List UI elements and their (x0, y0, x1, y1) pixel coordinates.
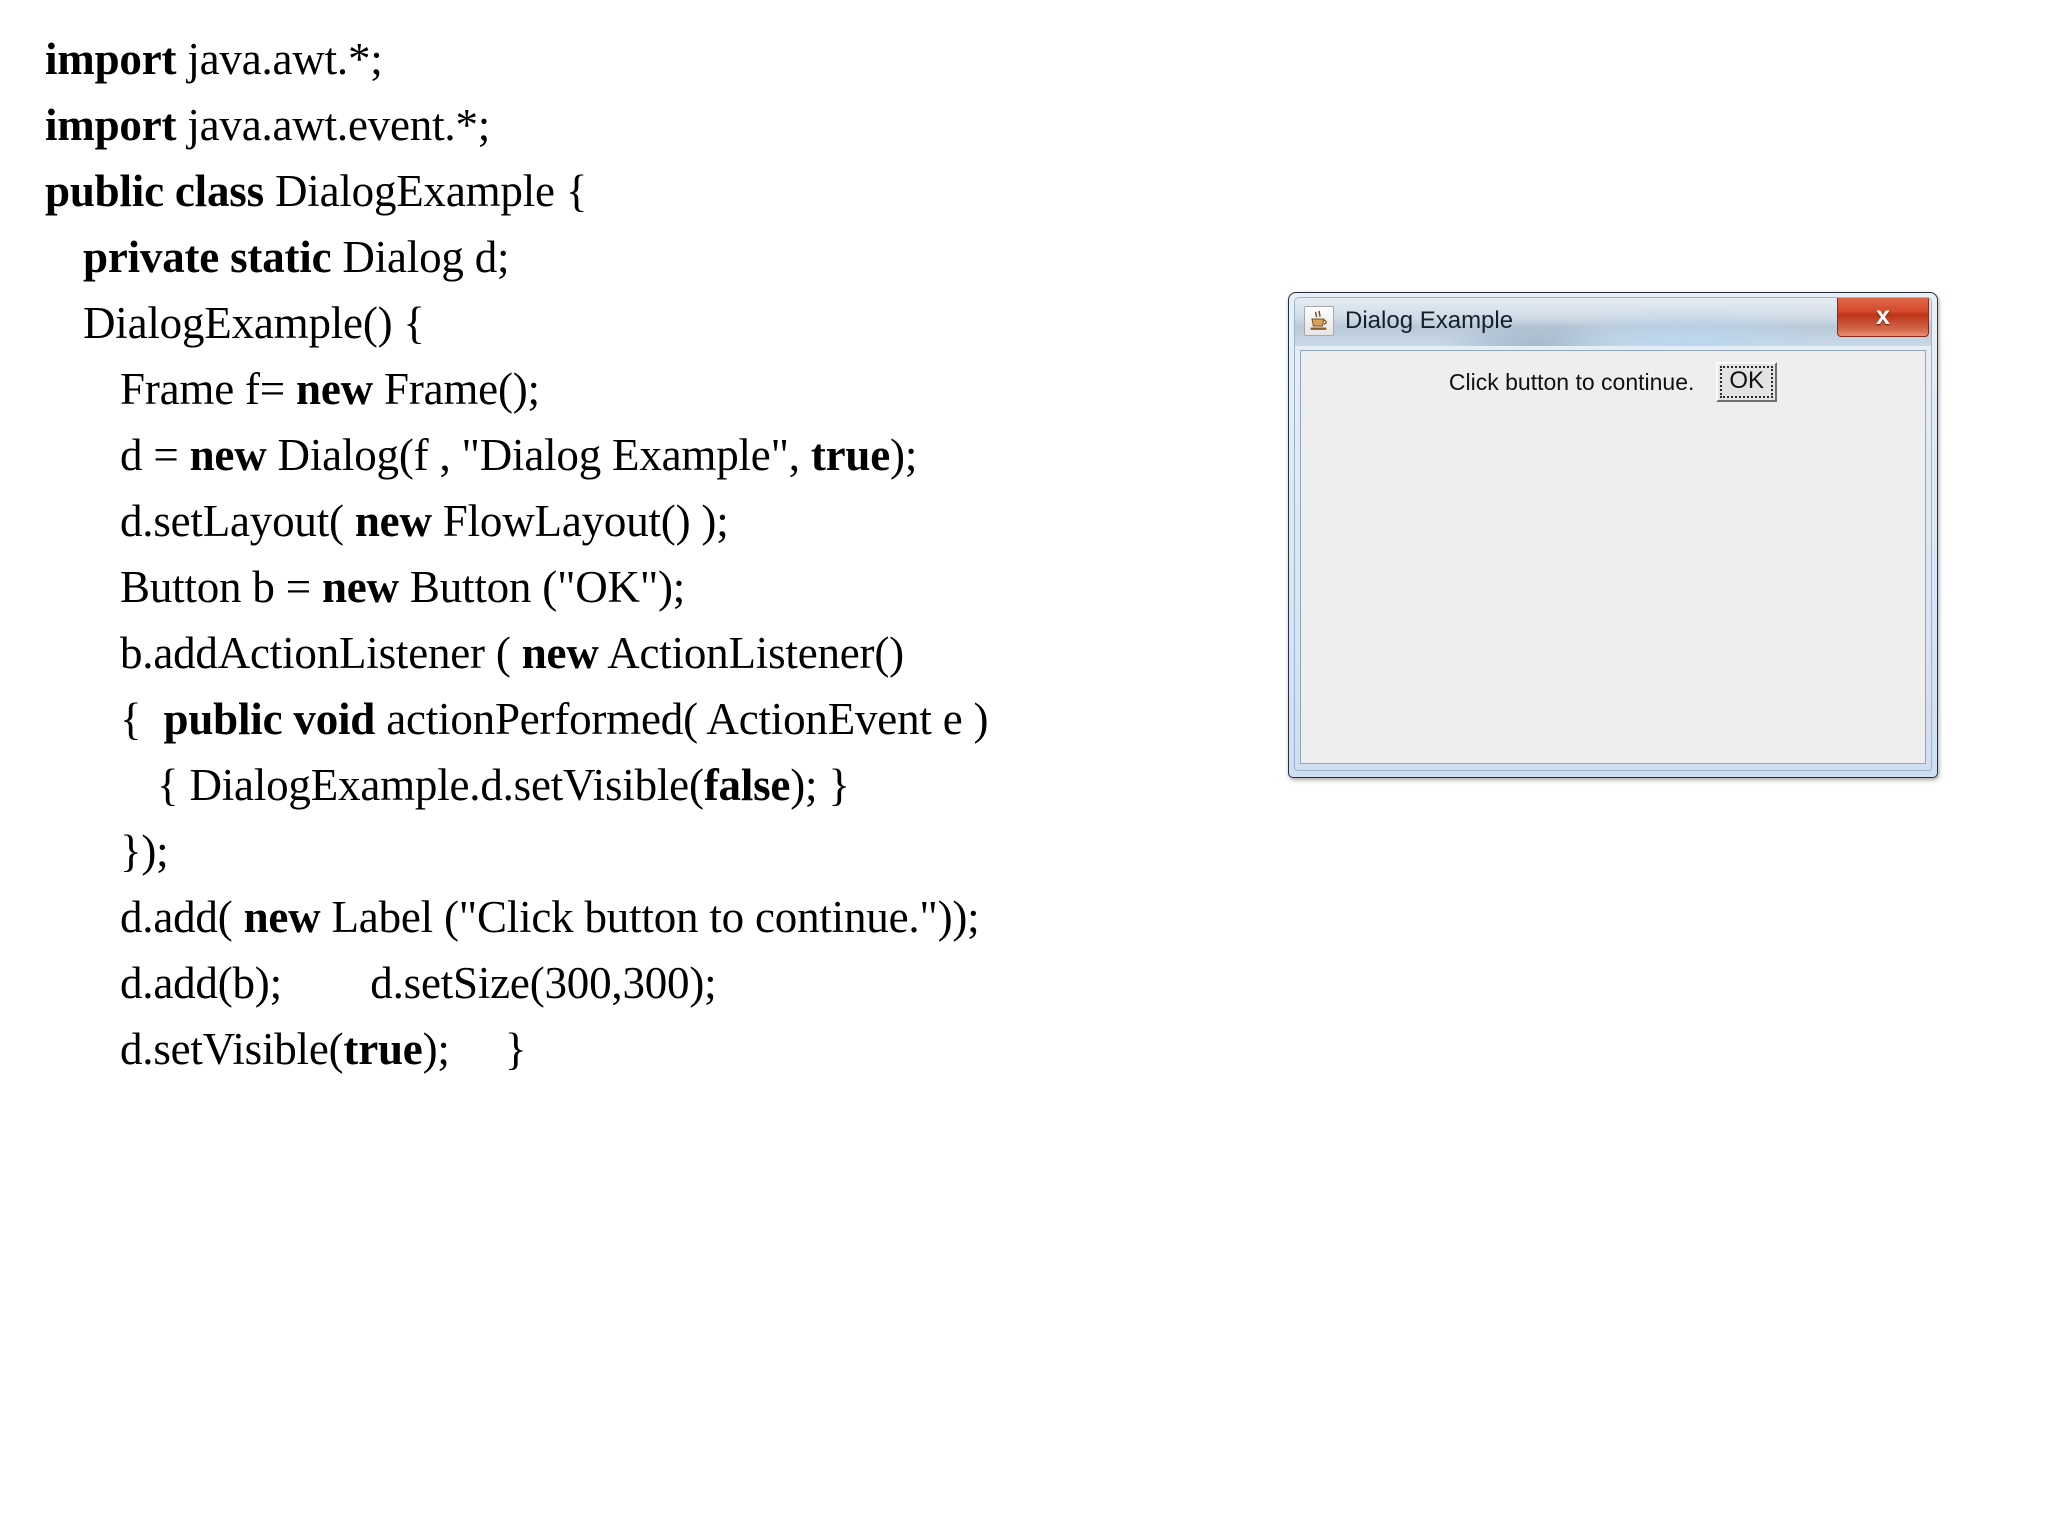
code-keyword: import (45, 34, 177, 84)
ok-button-focus-ring (1720, 366, 1774, 398)
code-keyword: true (810, 430, 891, 480)
code-line: }); (0, 818, 1270, 884)
code-line: d.setVisible(true); } (0, 1016, 1270, 1082)
java-dialog-window: Dialog Example x Click button to continu… (1288, 292, 1938, 778)
code-text: d.add(b); d.setSize(300,300); (120, 958, 717, 1008)
code-line: { public void actionPerformed( ActionEve… (0, 686, 1270, 752)
code-text: ); } (422, 1024, 527, 1074)
code-text: DialogExample() { (83, 298, 425, 348)
dialog-title-text: Dialog Example (1345, 307, 1514, 334)
code-keyword: new (521, 628, 599, 678)
ok-button-label: OK (1729, 367, 1765, 394)
code-line: d.add(b); d.setSize(300,300); (0, 950, 1270, 1016)
code-text: java.awt.*; (176, 34, 383, 84)
code-line: d.add( new Label ("Click button to conti… (0, 884, 1270, 950)
dialog-message-label: Click button to continue. (1448, 368, 1695, 395)
code-line: DialogExample() { (0, 290, 1270, 356)
code-text: Dialog(f , "Dialog Example", (266, 430, 811, 480)
code-text: ActionListener() (598, 628, 904, 678)
code-text: Frame f= (120, 364, 297, 414)
java-coffee-cup-icon (1304, 306, 1334, 336)
code-text: d.add( (120, 892, 244, 942)
code-text: Button ("OK"); (398, 562, 686, 612)
code-listing: import java.awt.*;import java.awt.event.… (0, 0, 1270, 1082)
code-text: Frame(); (372, 364, 540, 414)
code-line: import java.awt.*; (0, 26, 1270, 92)
code-text: }); (120, 826, 169, 876)
code-text: ); (890, 430, 918, 480)
dialog-content-area: Click button to continue. OK (1300, 350, 1926, 764)
code-line: d = new Dialog(f , "Dialog Example", tru… (0, 422, 1270, 488)
dialog-titlebar[interactable]: Dialog Example x (1295, 298, 1931, 346)
code-keyword: private static (83, 232, 332, 282)
code-text: FlowLayout() ); (431, 496, 729, 546)
close-icon[interactable]: x (1837, 298, 1929, 337)
code-text: { DialogExample.d.setVisible( (157, 760, 704, 810)
code-text: b.addActionListener ( (120, 628, 522, 678)
code-line: import java.awt.event.*; (0, 92, 1270, 158)
code-keyword: new (321, 562, 399, 612)
code-keyword: false (703, 760, 791, 810)
code-line: b.addActionListener ( new ActionListener… (0, 620, 1270, 686)
code-text: Label ("Click button to continue.")); (320, 892, 980, 942)
code-line: { DialogExample.d.setVisible(false); } (0, 752, 1270, 818)
code-keyword: public void (163, 694, 376, 744)
code-keyword: true (343, 1024, 423, 1074)
code-text: Dialog d; (331, 232, 510, 282)
code-text: Button b = (120, 562, 322, 612)
code-text: actionPerformed( ActionEvent e ) (375, 694, 989, 744)
code-line: d.setLayout( new FlowLayout() ); (0, 488, 1270, 554)
code-keyword: new (296, 364, 373, 414)
code-text: ); } (790, 760, 850, 810)
code-text: d = (120, 430, 190, 480)
code-keyword: new (354, 496, 432, 546)
code-text: d.setVisible( (120, 1024, 344, 1074)
code-text: DialogExample { (263, 166, 588, 216)
close-icon-glyph: x (1876, 302, 1890, 330)
code-text: java.awt.event.*; (176, 100, 491, 150)
code-keyword: public class (45, 166, 264, 216)
code-line: Frame f= new Frame(); (0, 356, 1270, 422)
code-keyword: import (45, 100, 177, 150)
code-text: d.setLayout( (120, 496, 355, 546)
code-line: Button b = new Button ("OK"); (0, 554, 1270, 620)
code-line: public class DialogExample { (0, 158, 1270, 224)
code-text: { (120, 694, 164, 744)
dialog-flow-layout-row: Click button to continue. OK (1301, 351, 1925, 402)
dialog-window-inner-frame: Dialog Example x Click button to continu… (1294, 297, 1932, 771)
code-keyword: new (189, 430, 267, 480)
ok-button[interactable]: OK (1716, 362, 1778, 402)
code-line: private static Dialog d; (0, 224, 1270, 290)
code-keyword: new (243, 892, 321, 942)
